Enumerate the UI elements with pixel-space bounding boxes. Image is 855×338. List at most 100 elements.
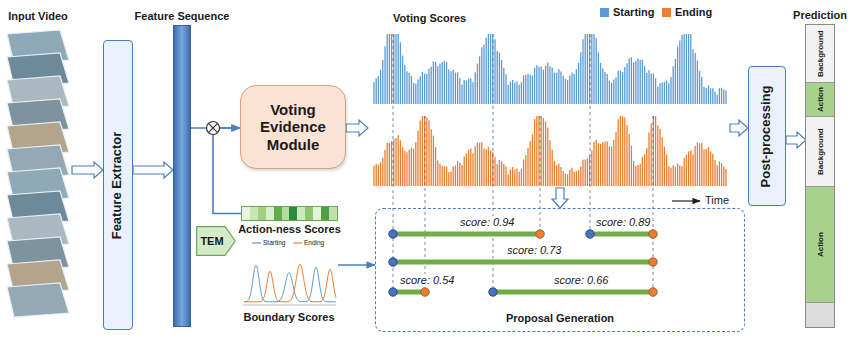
score-bar [686, 34, 687, 104]
score-bar [404, 151, 405, 186]
score-bar [409, 73, 410, 104]
score-bar [545, 66, 546, 104]
score-bar [596, 38, 597, 104]
score-bar [519, 172, 520, 186]
score-bar [519, 85, 520, 104]
time-arrow [672, 200, 700, 201]
score-bar [714, 92, 715, 104]
score-bar [435, 147, 436, 186]
flow-arrow [338, 264, 375, 266]
score-bar [578, 63, 579, 104]
node-label: Action [815, 87, 824, 112]
process-box: Post-processing [748, 66, 786, 206]
score-bar [417, 131, 418, 186]
score-bar [376, 164, 377, 186]
score-bar [477, 64, 478, 104]
score-bar [701, 77, 702, 104]
score-bar [486, 38, 487, 104]
score-bar [514, 83, 515, 104]
score-bar [725, 169, 726, 186]
score-bar [543, 70, 544, 104]
score-bar [695, 146, 696, 186]
score-bar [668, 84, 669, 104]
score-bar [615, 132, 616, 186]
score-bar [393, 34, 394, 104]
score-bar [624, 67, 625, 104]
node-label: Feature Extractor [111, 131, 126, 239]
heading: Voting Scores [393, 12, 466, 24]
score-bar [655, 116, 656, 186]
score-bar [398, 135, 399, 186]
score-bar [688, 151, 689, 186]
score-bar [532, 76, 533, 104]
score-bar [475, 146, 476, 186]
score-bar [635, 166, 636, 186]
end-dot [649, 258, 657, 266]
heading: Prediction [793, 9, 847, 21]
score-bar [642, 60, 643, 104]
score-bar [697, 61, 698, 104]
score-bar [681, 35, 682, 104]
score-bar [538, 67, 539, 104]
score-bar [653, 116, 654, 186]
score-bar [565, 174, 566, 186]
score-bar [714, 160, 715, 186]
voting-bars [374, 34, 726, 186]
proposal-bar [393, 260, 653, 265]
score-bar [384, 150, 385, 186]
score-bar [411, 76, 412, 104]
score-bar [629, 59, 630, 104]
score-bar [646, 73, 647, 104]
score-bar [437, 160, 438, 186]
score-bar [406, 71, 407, 104]
score-bar [611, 147, 612, 186]
score-bar [457, 72, 458, 104]
score-label: score: 0.66 [552, 274, 610, 287]
score-bar [624, 118, 625, 186]
score-bar [567, 80, 568, 104]
score-bar [637, 165, 638, 186]
score-bar [585, 34, 586, 104]
score-bar [677, 47, 678, 104]
score-bar [468, 79, 469, 104]
score-bar [501, 161, 502, 186]
score-bar [512, 80, 513, 104]
feature-bar: Feature Sequence [173, 25, 191, 327]
score-bar [400, 42, 401, 104]
score-bar [424, 116, 425, 186]
score-bar [468, 149, 469, 186]
proposal-bar [393, 290, 425, 295]
score-bar [666, 155, 667, 186]
score-bar [701, 143, 702, 186]
score-bar [604, 72, 605, 104]
end-dot [421, 288, 429, 296]
score-bar [706, 88, 707, 104]
score-bar [457, 161, 458, 186]
score-bar [541, 67, 542, 104]
score-bar [530, 141, 531, 186]
proposal-bar [493, 290, 653, 295]
score-bar [378, 76, 379, 104]
proposal-segments [389, 230, 657, 296]
score-bar [690, 150, 691, 186]
node-label: Voting Evidence Module [245, 101, 341, 153]
score-bar [664, 147, 665, 186]
score-bar [400, 140, 401, 186]
score-bar [455, 73, 456, 104]
score-bar [413, 83, 414, 104]
score-bar [497, 164, 498, 186]
score-bar [446, 167, 447, 186]
block-arrow [72, 162, 103, 178]
score-bar [607, 74, 608, 104]
score-bar [455, 166, 456, 186]
legend-swatch [600, 8, 609, 17]
score-bar [395, 34, 396, 104]
heading: Feature Sequence [135, 10, 230, 22]
score-bar [659, 129, 660, 186]
score-bar [490, 150, 491, 186]
node-label: Post-processing [760, 85, 775, 187]
input-video: Input Video [4, 26, 72, 328]
score-bar [378, 165, 379, 186]
score-bar [395, 138, 396, 186]
score-bar [655, 78, 656, 104]
